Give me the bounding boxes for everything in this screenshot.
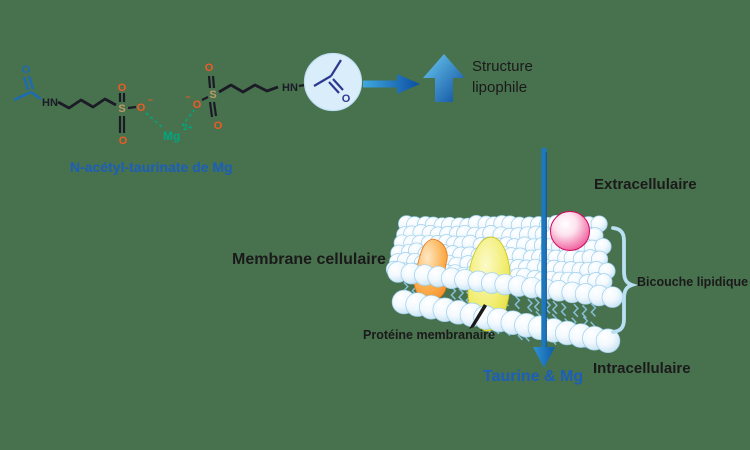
magnesium-charge: 2+ (183, 122, 193, 132)
oxygen-atom: O (118, 82, 127, 94)
acetyl-highlight-circle: O (303, 52, 363, 112)
bilayer-front-row-spheres (387, 261, 624, 308)
alkyl-chain-left (57, 97, 117, 110)
lipophile-label: Structure lipophile (472, 58, 533, 96)
right-arrow (363, 74, 420, 94)
molecule-name-label: N-acétyl-taurinate de Mg (70, 159, 233, 175)
minus-charge: − (186, 92, 191, 102)
molecule-structure: O HN S O O O − Mg 2+ − O (13, 52, 363, 147)
membrane-protein-label: Protéine membranaire (363, 328, 495, 342)
oxygen-atom: O (137, 102, 146, 114)
oxygen-atom: O (342, 93, 351, 105)
lipophile-up-arrow (423, 54, 465, 102)
sulfur-atom: S (118, 103, 125, 115)
bond (298, 83, 306, 88)
sulfonate-right: S O O (201, 62, 223, 132)
bilayer-brace (611, 226, 638, 334)
alkyl-chain-right (218, 83, 279, 94)
transport-down-arrow (533, 147, 555, 368)
protein-pointer-line (469, 304, 487, 329)
intracellular-label: Intracellulaire (593, 360, 691, 377)
magnesium-ion: Mg 2+ (145, 109, 195, 143)
oxygen-atom: O (119, 135, 128, 147)
oxygen-atom: O (22, 64, 31, 76)
amine-label-right: HN (282, 82, 298, 94)
lipid-bilayer-label: Bicouche lipidique (637, 275, 749, 289)
oxygen-atom: O (193, 99, 202, 111)
sulfur-atom: S (209, 89, 216, 101)
acetyl-group-left (13, 75, 42, 102)
sulfonate-left: S O O O − (118, 82, 153, 147)
cell-membrane-label: Membrane cellulaire (232, 251, 386, 268)
minus-charge: − (148, 95, 153, 105)
taurine-mg-label: Taurine & Mg (483, 368, 584, 385)
oxygen-atom: O (205, 62, 214, 74)
extracellular-label: Extracellulaire (594, 176, 697, 193)
vesicle-pink-sphere (550, 211, 590, 251)
amine-label-left: HN (42, 97, 58, 109)
oxygen-atom: O (214, 120, 223, 132)
magnesium-atom: Mg (163, 129, 180, 143)
